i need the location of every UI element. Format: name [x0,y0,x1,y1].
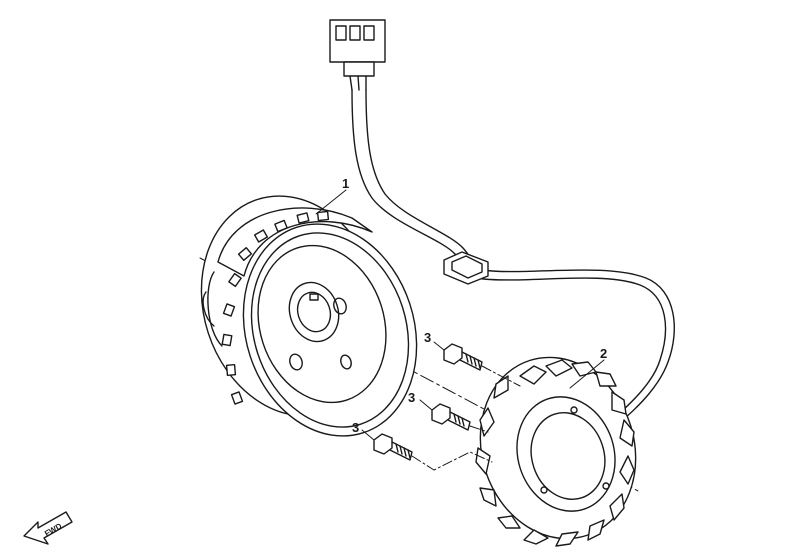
bolt-upper [443,343,483,371]
wire-connector [329,19,386,91]
stator-teeth [475,359,635,547]
fwd-arrow-icon: FWD [23,511,73,545]
callout-bolt-upper: 3 [424,330,431,345]
harness-grommet [443,251,489,285]
bolt-middle [431,403,471,431]
bolt-lower [373,433,413,461]
stator-coil [475,356,637,547]
rotor-magnet-blocks [221,210,330,405]
callout-bolt-middle: 3 [408,390,415,405]
callout-flywheel: 1 [342,176,349,191]
flywheel-rotor [200,195,418,437]
callout-bolt-lower: 3 [352,420,359,435]
callout-stator: 2 [600,346,607,361]
leader-lines [315,189,605,471]
